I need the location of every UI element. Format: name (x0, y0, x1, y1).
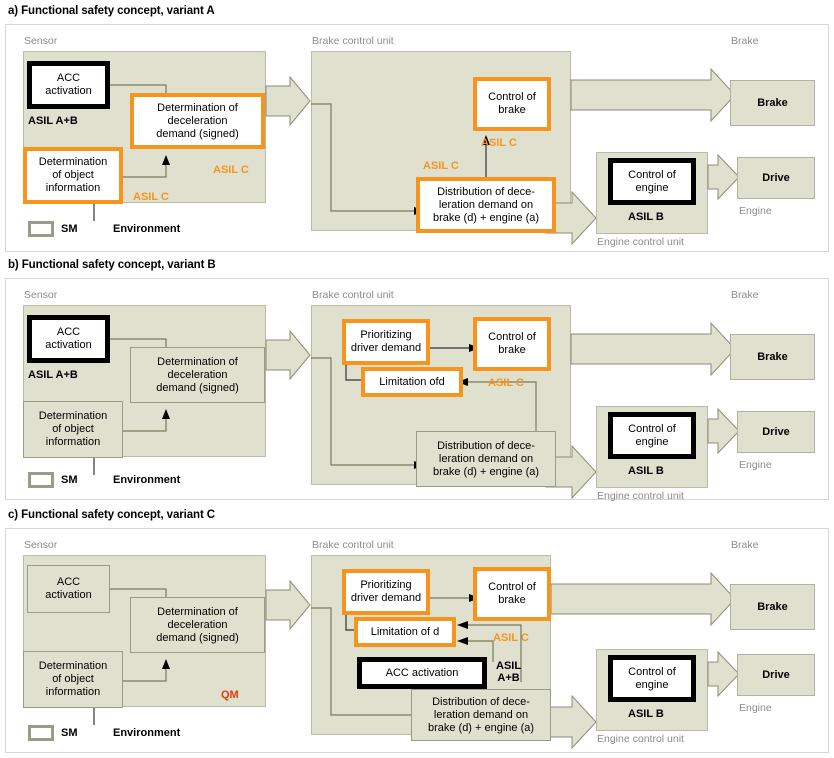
control-engine-asil-b: ASIL B (628, 465, 664, 477)
engine-output-caption-b: Engine (739, 459, 772, 471)
environment-label-a: Environment (113, 223, 181, 235)
variant-a-title: a) Functional safety concept, variant A (8, 5, 215, 17)
environment-label-c: Environment (113, 727, 181, 739)
brake-output-box-c: Brake (730, 584, 815, 630)
sm-legend-label-b: SM (61, 474, 78, 486)
variant-b-title: b) Functional safety concept, variant B (8, 259, 216, 271)
qm-label-c: QM (221, 689, 239, 701)
variant-c-title: c) Functional safety concept, variant C (8, 509, 215, 521)
sm-legend-icon-b (28, 472, 54, 488)
acc-asil-label-b: ASIL A+B (28, 369, 78, 381)
brake-output-caption-a: Brake (731, 35, 759, 47)
sm-legend-icon-c (28, 725, 54, 741)
limitation-box-c[interactable]: Limitation of d (354, 617, 456, 647)
control-engine-asil-c: ASIL B (628, 708, 664, 720)
drive-output-box-a: Drive (737, 157, 815, 199)
limitation-box-b[interactable]: Limitation ofd (361, 367, 463, 397)
object-asil-label-a: ASIL C (133, 191, 169, 203)
brake-unit-label-b: Brake control unit (312, 289, 394, 301)
drive-output-box-c: Drive (737, 654, 815, 696)
control-brake-asil-c: ASIL C (493, 632, 529, 644)
sensor-label-b: Sensor (24, 289, 58, 301)
sensor-label-c: Sensor (24, 539, 58, 551)
acc-activation-brake-box-c[interactable]: ACC activation (357, 657, 487, 689)
deceleration-asil-label-a: ASIL C (213, 164, 249, 176)
brake-unit-label-a: Brake control unit (312, 35, 394, 47)
brake-unit-label-c: Brake control unit (312, 539, 394, 551)
brake-output-caption-b: Brake (731, 289, 759, 301)
distribution-asil-a: ASIL C (423, 160, 459, 172)
brake-output-box-a: Brake (730, 80, 815, 126)
environment-label-b: Environment (113, 474, 181, 486)
sm-legend-label-c: SM (61, 727, 78, 739)
control-brake-asil-b: ASIL C (488, 377, 524, 389)
engine-unit-label-a: Engine control unit (597, 236, 684, 248)
control-engine-asil-a: ASIL B (628, 211, 664, 223)
acc-asil-label-a: ASIL A+B (28, 115, 78, 127)
brake-output-caption-c: Brake (731, 539, 759, 551)
sensor-label-a: Sensor (24, 35, 58, 47)
drive-output-box-b: Drive (737, 411, 815, 453)
brake-output-box-b: Brake (730, 334, 815, 380)
engine-unit-label-b: Engine control unit (597, 490, 684, 502)
engine-output-caption-c: Engine (739, 702, 772, 714)
sm-legend-icon-a (28, 221, 54, 237)
sm-legend-label-a: SM (61, 223, 78, 235)
control-brake-asil-a: ASIL C (481, 137, 517, 149)
engine-output-caption-a: Engine (739, 205, 772, 217)
engine-unit-label-c: Engine control unit (597, 733, 684, 745)
